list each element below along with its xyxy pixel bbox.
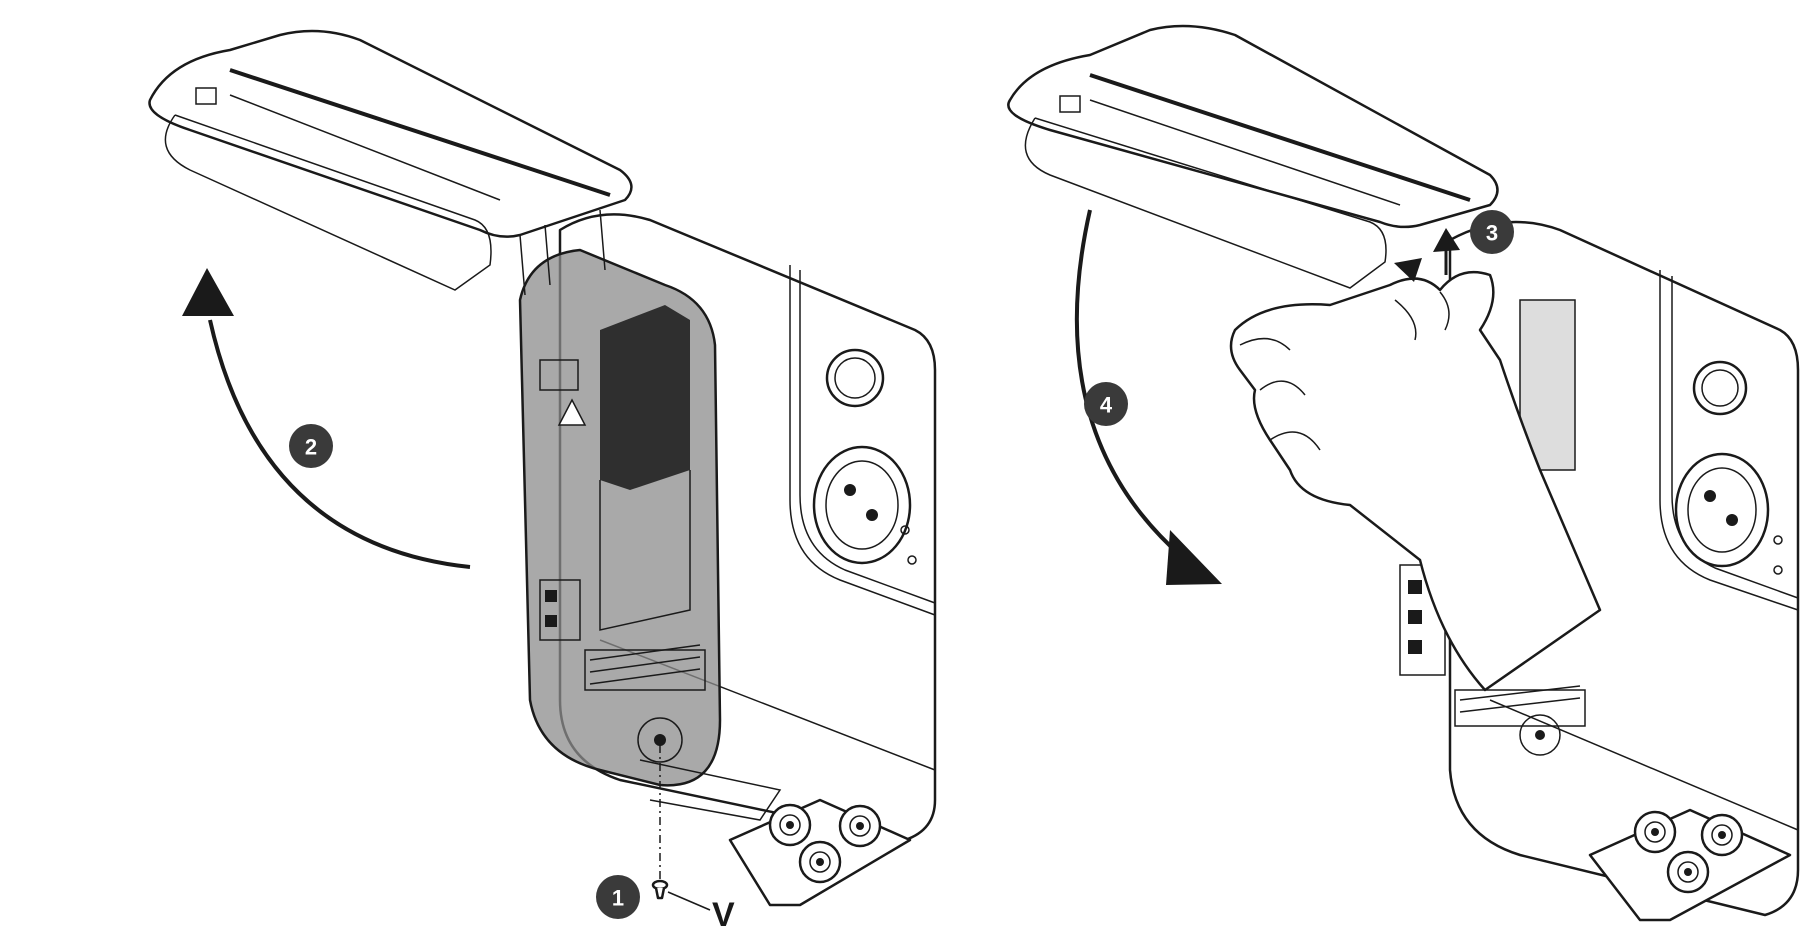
- schuko-socket: [1674, 452, 1770, 568]
- close-lid-arrow: [1074, 209, 1182, 557]
- arrowhead-down-icon: [1166, 530, 1222, 585]
- screw-icon: [651, 879, 669, 900]
- step-badge-3: 3: [1470, 210, 1514, 254]
- arrowhead-up-icon: [182, 268, 234, 316]
- step-badge-1: 1: [596, 875, 640, 919]
- cable-glands: [1633, 810, 1744, 894]
- right-scene: 3 4: [1007, 24, 1800, 922]
- hinged-lid: [148, 29, 633, 238]
- svg-text:1: 1: [612, 886, 624, 911]
- schuko-socket: [812, 445, 912, 565]
- step-badge-4: 4: [1084, 382, 1128, 426]
- screw-leader-line: [667, 891, 711, 911]
- svg-text:3: 3: [1486, 221, 1498, 246]
- cable-glands: [768, 803, 882, 884]
- release-arrow-down-icon: [1394, 258, 1422, 282]
- svg-text:2: 2: [305, 435, 317, 460]
- screw-label: V: [712, 896, 735, 928]
- left-scene: V 1 2: [148, 29, 937, 928]
- svg-text:4: 4: [1100, 393, 1113, 418]
- open-lid-arrow: [208, 319, 471, 569]
- step-badge-2: 2: [289, 424, 333, 468]
- hinged-lid: [1007, 24, 1499, 229]
